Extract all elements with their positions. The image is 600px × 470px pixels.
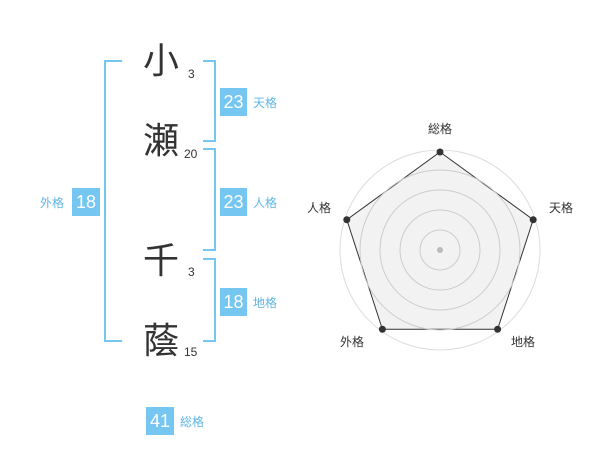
radar-label-jinkaku: 人格 [307,201,332,215]
soukaku-label: 総格 [180,415,205,429]
radar-value-polygon [346,151,534,330]
gaikaku-score-badge: 18 [72,188,100,216]
radar-grid-ring [419,229,461,271]
radar-center-dot [437,247,443,253]
stroke-count-1: 3 [188,67,195,81]
radar-label-soukaku: 総格 [428,122,453,136]
gaikaku-bracket [104,60,122,342]
stroke-count-2: 20 [184,147,198,161]
name-char-1: 小 [143,41,180,82]
chikaku-score-badge: 18 [220,288,247,316]
radar-point [529,216,537,224]
name-char-2: 瀬 [143,121,180,162]
radar-point [343,216,351,224]
jinkaku-label: 人格 [253,196,278,210]
soukaku-score-badge: 41 [146,407,174,435]
tenkaku-score-badge: 23 [220,88,247,116]
radar-grid-ring [359,169,521,331]
stroke-count-4: 15 [184,345,198,359]
radar-label-chikaku: 地格 [511,335,536,349]
name-char-4: 蔭 [143,321,180,362]
radar-point [494,325,502,333]
radar-grid-ring [379,189,501,311]
radar-label-gaikaku: 外格 [340,335,365,349]
chikaku-label: 地格 [253,296,278,310]
radar-point [378,325,386,333]
name-char-3: 千 [143,241,180,282]
radar-label-tenkaku: 天格 [549,201,574,215]
tenkaku-label: 天格 [253,96,278,110]
stroke-count-3: 3 [188,265,195,279]
jinkaku-bracket [203,148,216,251]
radar-grid-ring [399,209,481,291]
tenkaku-bracket [203,60,216,142]
radar-point [436,148,444,156]
jinkaku-score-badge: 23 [220,188,247,216]
chikaku-bracket [203,258,216,342]
gaikaku-label: 外格 [40,196,65,210]
